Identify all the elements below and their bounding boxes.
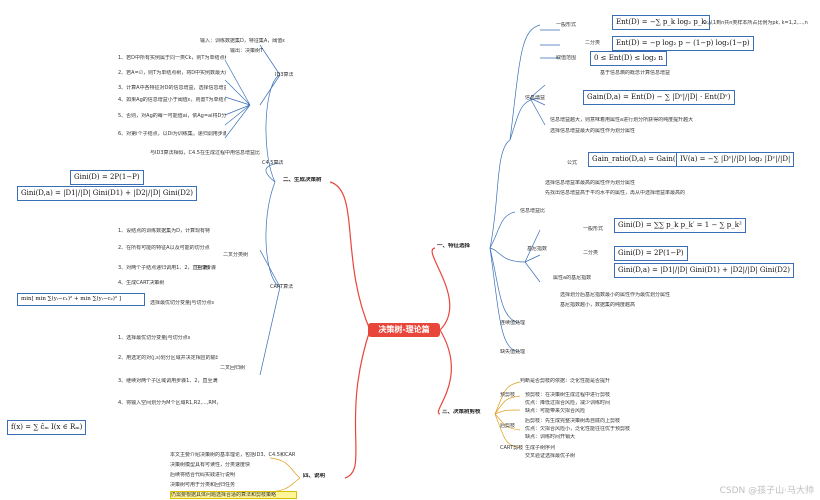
infogain-desc: 基于信息熵的概念计算信息增益 (600, 70, 671, 76)
note-4: 决策树可用于分类和回归任务 (170, 482, 236, 488)
binary-entropy-formula: Ent(D) = −p log₂ p − (1−p) log₂(1−p) (612, 36, 754, 51)
reg-tree-label[interactable]: 二叉回归树 (220, 365, 246, 371)
entropy-note: k从1到n共n类样本所占比例为pk, k=1,2,...,n (705, 20, 808, 26)
reg-step-1: 1、选择最优切分变量j与切分点s (118, 335, 191, 341)
gini-formula: Gini(D) = ∑∑ p_k p_k′ = 1 − ∑ p_k² (614, 218, 746, 233)
connector-gini (489, 247, 526, 263)
prune-item-6: 优点：欠拟合风险小，泛化性能往往优于预剪枝 (525, 426, 631, 432)
range-formula: 0 ≤ Ent(D) ≤ log₂ n (590, 51, 668, 66)
cart-step-4: 4、生成CART决策树 (118, 280, 165, 286)
gainratio-formula-label[interactable]: 公式 (567, 160, 578, 166)
regression-output-formula: f(x) = ∑ ĉₘ I(x ∈ Rₘ) (7, 420, 87, 435)
cart-step-2: 2、在所有可能的特征A以及可能的切分点a中，选择基尼指数最小的特征 (118, 245, 210, 251)
range-label[interactable]: 取值范围 (556, 55, 577, 61)
continuous-label[interactable]: 连续值处理 (500, 320, 526, 326)
id3-step-4: 4、如果Ag的信息增益小于阈值ε，则置T为单结点树 (118, 97, 226, 103)
reg-step-2: 2、用选定的对(j,s)划分区域并决定相应的输出值 (118, 355, 218, 361)
binary-label[interactable]: 二分类 (585, 40, 601, 46)
cart-step-1: 1、设结点的训练数据集为D，计算现有特征对该数据集的基尼指数 (118, 228, 210, 234)
branch-feature-selection[interactable]: 一、特征选择 (437, 243, 471, 249)
cart-gen-label[interactable]: 生成步骤 (196, 265, 217, 271)
note-3: 后续将结合代码实践进行说明 (170, 472, 236, 478)
connector-b3 (437, 329, 452, 415)
connector-b4 (344, 329, 371, 479)
gini-binary-label[interactable]: 二分类 (583, 250, 599, 256)
cart-label[interactable]: CART算法 (270, 284, 294, 290)
gini-attr-formula-big: Gini(D,a) = |D1|/|D| Gini(D1) + |D2|/|D|… (17, 186, 198, 201)
id3-output: 输出：决策树T (230, 48, 264, 54)
watermark: CSDN @孩子山·马大帅 (719, 486, 814, 496)
connector-cart (265, 181, 281, 288)
gain-formula: Gain(D,a) = Ent(D) − ∑ |Dᵛ|/|D| · Ent(Dᵛ… (583, 90, 735, 105)
connector-id3 (265, 74, 281, 183)
id3-label[interactable]: ID3算法 (275, 72, 294, 78)
connector-continuous (489, 247, 521, 324)
entropy-formula: Ent(D) = −∑ p_k log₂ p_k (612, 15, 710, 30)
entropy-general-label[interactable]: 一般形式 (556, 22, 577, 28)
c45-note: 与ID3算法相似，C4.5在生成过程中用信息增益比来选择特征 (150, 150, 260, 156)
reg-step-4: 4、将输入空间划分为M个区域R1,R2,...,RM，生成决策树 (118, 400, 218, 406)
id3-input: 输入：训练数据集D，特征集A，阈值ε (200, 38, 285, 44)
gini-formula-big: Gini(D) = 2P(1−P) (70, 170, 144, 185)
prune-item-2: 预剪枝：在决策树生成过程中进行剪枝 (525, 392, 611, 398)
least-squares-note: 选择最优切分变量j与切分点s (150, 300, 214, 306)
gini-attr-formula: Gini(D,a) = |D1|/|D| Gini(D1) + |D2|/|D|… (614, 263, 795, 278)
connector-c45 (265, 162, 281, 183)
connector-gainratio (489, 211, 516, 249)
gini-general-label[interactable]: 一般形式 (583, 226, 604, 232)
note-5-highlight: 仍需要根据具体问题选择合适的算法和剪枝策略 (170, 491, 297, 499)
branch-notes[interactable]: 四、说明 (303, 473, 326, 479)
id3-step-3: 3、计算A中各特征对D的信息增益，选择信息增益最大的特征Ag (118, 85, 226, 91)
note-2: 决策树模型具有可读性，分类速度快 (170, 462, 251, 468)
cart-step-3: 3、对两个子结点递归调用1、2，直至满足停止条件 (118, 265, 210, 271)
prune-item-4: 缺点：可能带来欠拟合风险 (525, 408, 586, 414)
connector-b2 (329, 181, 371, 331)
id3-step-5: 5、否则，对Ag的每一可能值ai，依Ag=ai将D分割为若干非空子集Di (118, 113, 226, 119)
branch-generate-tree[interactable]: 二、生成决策树 (283, 177, 322, 183)
connector-missing (489, 247, 521, 353)
id3-step-1: 1、若D中所有实例属于同一类Ck，则T为单结点树 (118, 55, 226, 61)
gainratio-label[interactable]: 信息增益比 (520, 208, 546, 214)
prune-item-10: 交叉验证选择最优子树 (525, 453, 576, 459)
gainratio-note-2: 先找出信息增益高于平均水平的属性，再从中选择增益率最高的 (545, 190, 686, 196)
infogain-label[interactable]: 信息增益 (525, 95, 546, 101)
gini-conclude: 基尼指数越小，数据集的纯度越高 (560, 302, 636, 308)
pre-prune-label[interactable]: 预剪枝 (500, 392, 516, 398)
gini-attr-label[interactable]: 属性a的基尼指数 (553, 275, 592, 281)
id3-step-6: 6、对第i个子结点，以Di为训练集，递归调用步骤1~5 (118, 131, 226, 137)
c45-label[interactable]: C4.5算法 (262, 160, 284, 166)
infogain-note-2: 选择信息增益最大的属性作为划分属性 (550, 128, 636, 134)
reg-step-3: 3、继续对两个子区域调用步骤1、2，直至满足停止条件 (118, 378, 218, 384)
prune-item-8: CART剪枝 (500, 445, 524, 451)
note-1: 本文主要介绍决策树的基本理论，包括ID3、C4.5和CART算法 (170, 452, 295, 458)
gini-label[interactable]: 基尼指数 (527, 246, 548, 252)
branch-pruning[interactable]: 三、决策树剪枝 (442, 409, 481, 415)
id3-step-2: 2、若A=∅，则T为单结点树，将D中实例数最大的类Ck作为该结点的类标记 (118, 70, 226, 76)
root-node[interactable]: 决策树-理论篇 (368, 323, 440, 337)
infogain-note-1: 信息增益越大，则意味着用属性a进行划分所获得的纯度提升越大 (550, 117, 694, 123)
prune-item-9: 生成子树序列 (525, 445, 556, 451)
gini-binary-formula: Gini(D) = 2P(1−P) (614, 246, 688, 261)
least-squares-formula: min[ min ∑(yᵢ−c₁)² + min ∑(yᵢ−c₂)² ] (17, 293, 145, 306)
missing-label[interactable]: 缺失值处理 (500, 349, 526, 355)
prune-item-1: 判断是否剪枝的依据：泛化性能是否提升 (520, 378, 611, 384)
connector-entropy (489, 139, 511, 249)
prune-item-3: 优点：降低过拟合风险，减少训练时间 (525, 400, 611, 406)
prune-item-7: 缺点：训练时间开销大 (525, 434, 576, 440)
prune-item-5: 后剪枝：先生成完整决策树再自底向上剪枝 (525, 418, 621, 424)
post-prune-label[interactable]: 后剪枝 (500, 423, 516, 429)
iv-formula: IV(a) = −∑ |Dᵛ|/|D| log₂ |Dᵛ|/|D| (676, 152, 795, 167)
gini-note: 选择划分后基尼指数最小的属性作为最优划分属性 (560, 292, 671, 298)
connector-entropy-top (509, 24, 541, 141)
connector-b1 (431, 247, 451, 331)
gainratio-note-1: 选择信息增益率最高的属性作为划分属性 (545, 180, 636, 186)
cls-tree-label[interactable]: 二叉分类树 (223, 252, 249, 258)
